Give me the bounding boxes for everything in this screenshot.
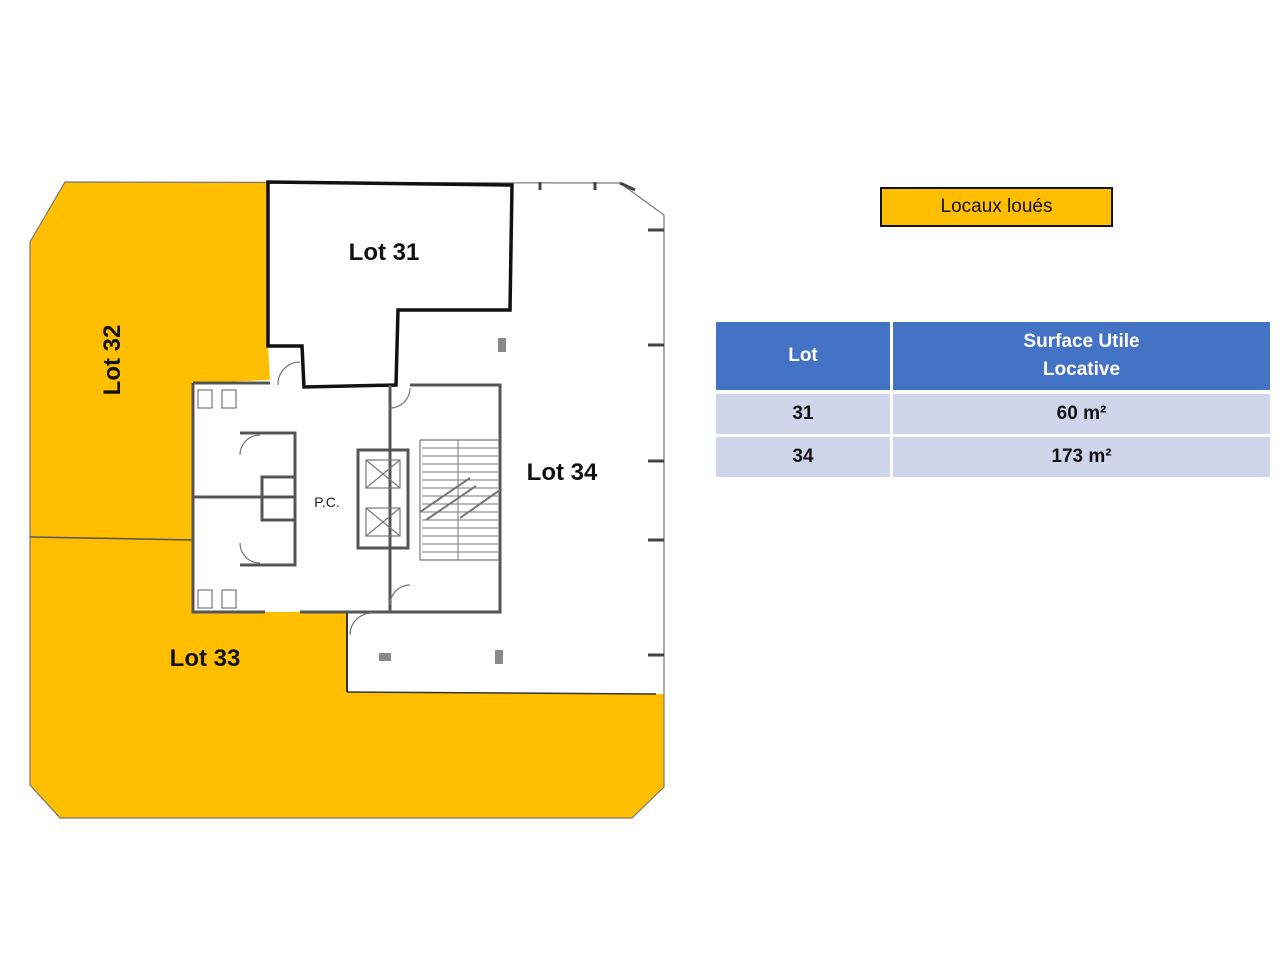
elevator-shafts [356,448,410,550]
cell-surface: 173 m² [893,437,1270,480]
lot-32-label: Lot 32 [99,325,126,396]
table-row: 34 173 m² [716,437,1270,480]
lot-32-33-divider [29,536,194,541]
cell-surface: 60 m² [893,394,1270,437]
legend-label: Locaux loués [940,196,1053,217]
header-surface: Surface Utile Locative [893,322,1270,394]
cell-lot: 34 [716,437,893,480]
core-walls [191,361,502,636]
lot-33-label: Lot 33 [170,645,241,672]
header-surface-line2: Locative [1042,359,1121,380]
building-outline [29,181,665,819]
header-surface-line1: Surface Utile [1023,331,1140,352]
cell-lot: 31 [716,394,893,437]
lot-32-area [30,182,270,540]
lot-34-bottom [346,691,657,695]
floor-plan: Lot 31 Lot 32 Lot 33 Lot 34 P.C. [29,180,665,819]
table-row: 31 60 m² [716,394,1270,437]
lot-31-label: Lot 31 [349,239,420,266]
staircase [419,440,501,560]
lot-34-label: Lot 34 [527,459,598,486]
lot-31-outline [266,180,514,389]
window-marks [538,181,664,657]
surface-table: Lot Surface Utile Locative 31 60 m² 34 1… [716,322,1270,480]
header-lot: Lot [716,322,893,394]
columns [379,338,506,664]
table-header-row: Lot Surface Utile Locative [716,322,1270,394]
legend-rented-spaces: Locaux loués [880,187,1113,227]
pc-label: P.C. [314,494,339,510]
